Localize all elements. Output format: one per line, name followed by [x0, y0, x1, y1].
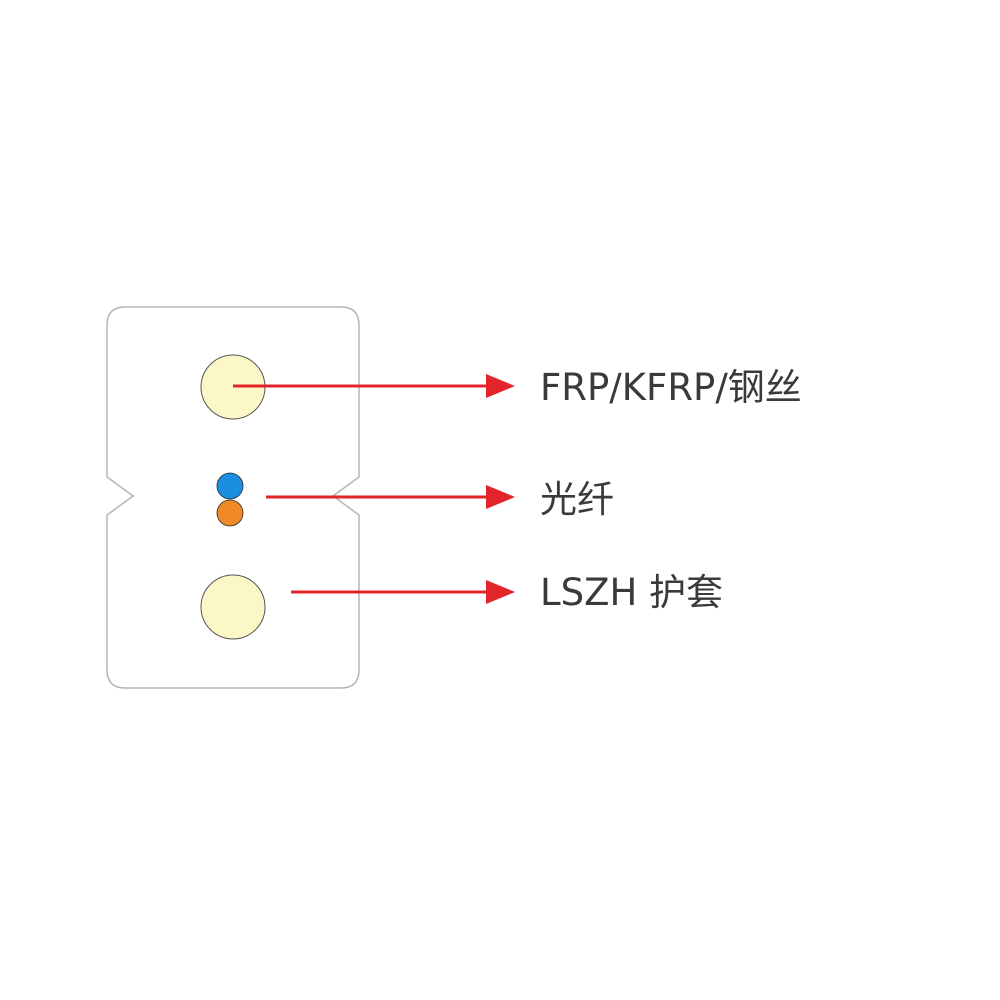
- arrow-strength-member: [233, 374, 515, 398]
- arrow-jacket: [291, 580, 515, 604]
- optical-fiber-orange: [216, 499, 244, 527]
- strength-member-bottom: [200, 574, 266, 640]
- arrow-fiber: [266, 485, 515, 509]
- label-optical-fiber: 光纤: [540, 478, 614, 521]
- label-strength-member: FRP/KFRP/钢丝: [540, 366, 802, 409]
- label-lszh-jacket: LSZH 护套: [540, 571, 724, 614]
- optical-fiber-blue: [216, 472, 244, 500]
